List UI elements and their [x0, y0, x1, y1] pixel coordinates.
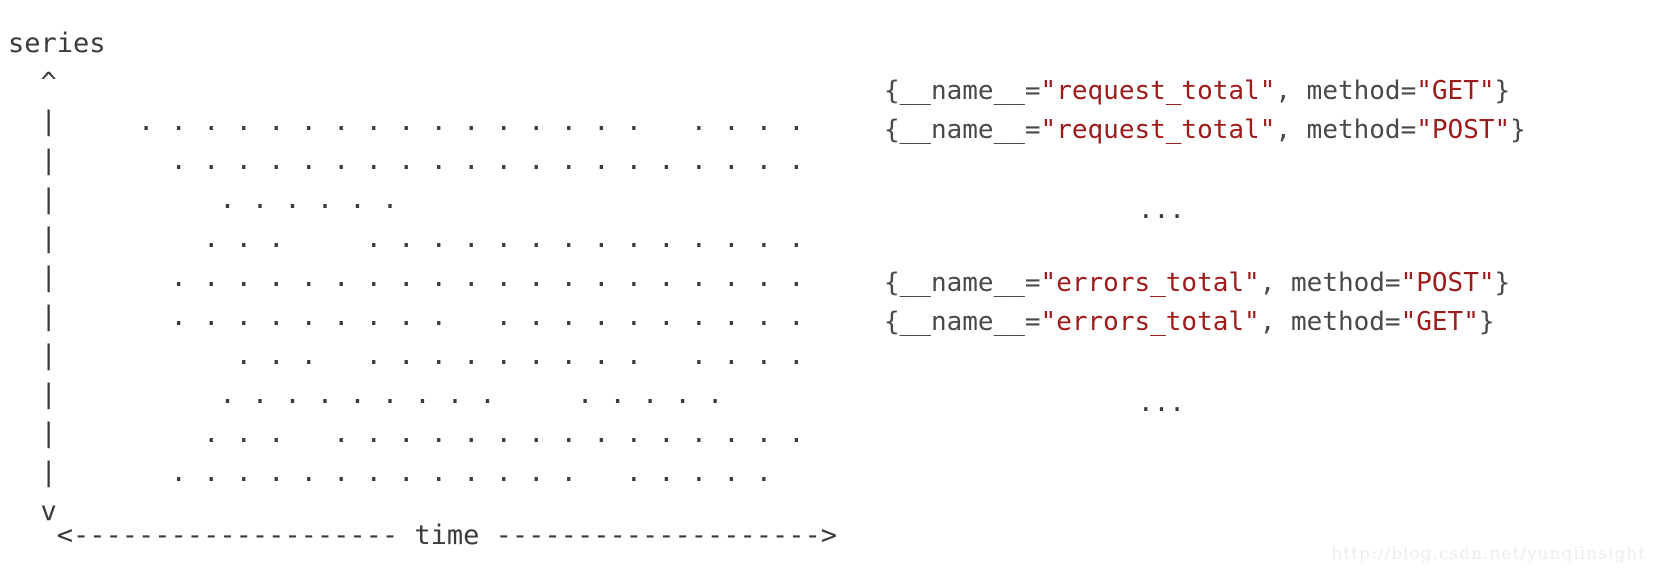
label-metric-name: "errors_total" [1040, 268, 1260, 298]
series-label-ellipsis-lower: ... [1138, 388, 1185, 418]
dot-field-ascii: . . . . . . . . . . . . . . . . . . . . … [138, 106, 805, 488]
label-prefix: {__name__= [884, 115, 1041, 145]
label-prefix: {__name__= [884, 307, 1041, 337]
label-suffix: } [1478, 307, 1495, 337]
y-axis-ascii: series ^ | | | | | | | | | | v [8, 28, 106, 527]
series-label-request-total-get: {__name__="request_total", method="GET"} [884, 78, 1510, 104]
watermark-text: http://blog.csdn.net/yunqiinsight [1331, 544, 1646, 564]
label-metric-name: "request_total" [1040, 76, 1276, 106]
label-prefix: {__name__= [884, 76, 1041, 106]
label-separator: , method= [1275, 115, 1417, 145]
label-method-value: "GET" [1400, 307, 1479, 337]
label-prefix: {__name__= [884, 268, 1041, 298]
series-label-errors-total-get: {__name__="errors_total", method="GET"} [884, 309, 1495, 335]
series-label-errors-total-post: {__name__="errors_total", method="POST"} [884, 270, 1510, 296]
label-separator: , method= [1275, 76, 1417, 106]
label-suffix: } [1494, 76, 1511, 106]
x-axis-ascii: <-------------------- time -------------… [8, 520, 838, 551]
label-method-value: "POST" [1416, 115, 1511, 145]
label-method-value: "POST" [1400, 268, 1495, 298]
label-metric-name: "errors_total" [1040, 307, 1260, 337]
label-suffix: } [1510, 115, 1526, 145]
label-method-value: "GET" [1416, 76, 1495, 106]
label-suffix: } [1494, 268, 1511, 298]
series-label-ellipsis-upper: ... [1138, 195, 1185, 225]
series-label-request-total-post: {__name__="request_total", method="POST"… [884, 117, 1526, 143]
label-separator: , method= [1259, 268, 1401, 298]
label-separator: , method= [1259, 307, 1401, 337]
label-metric-name: "request_total" [1040, 115, 1276, 145]
